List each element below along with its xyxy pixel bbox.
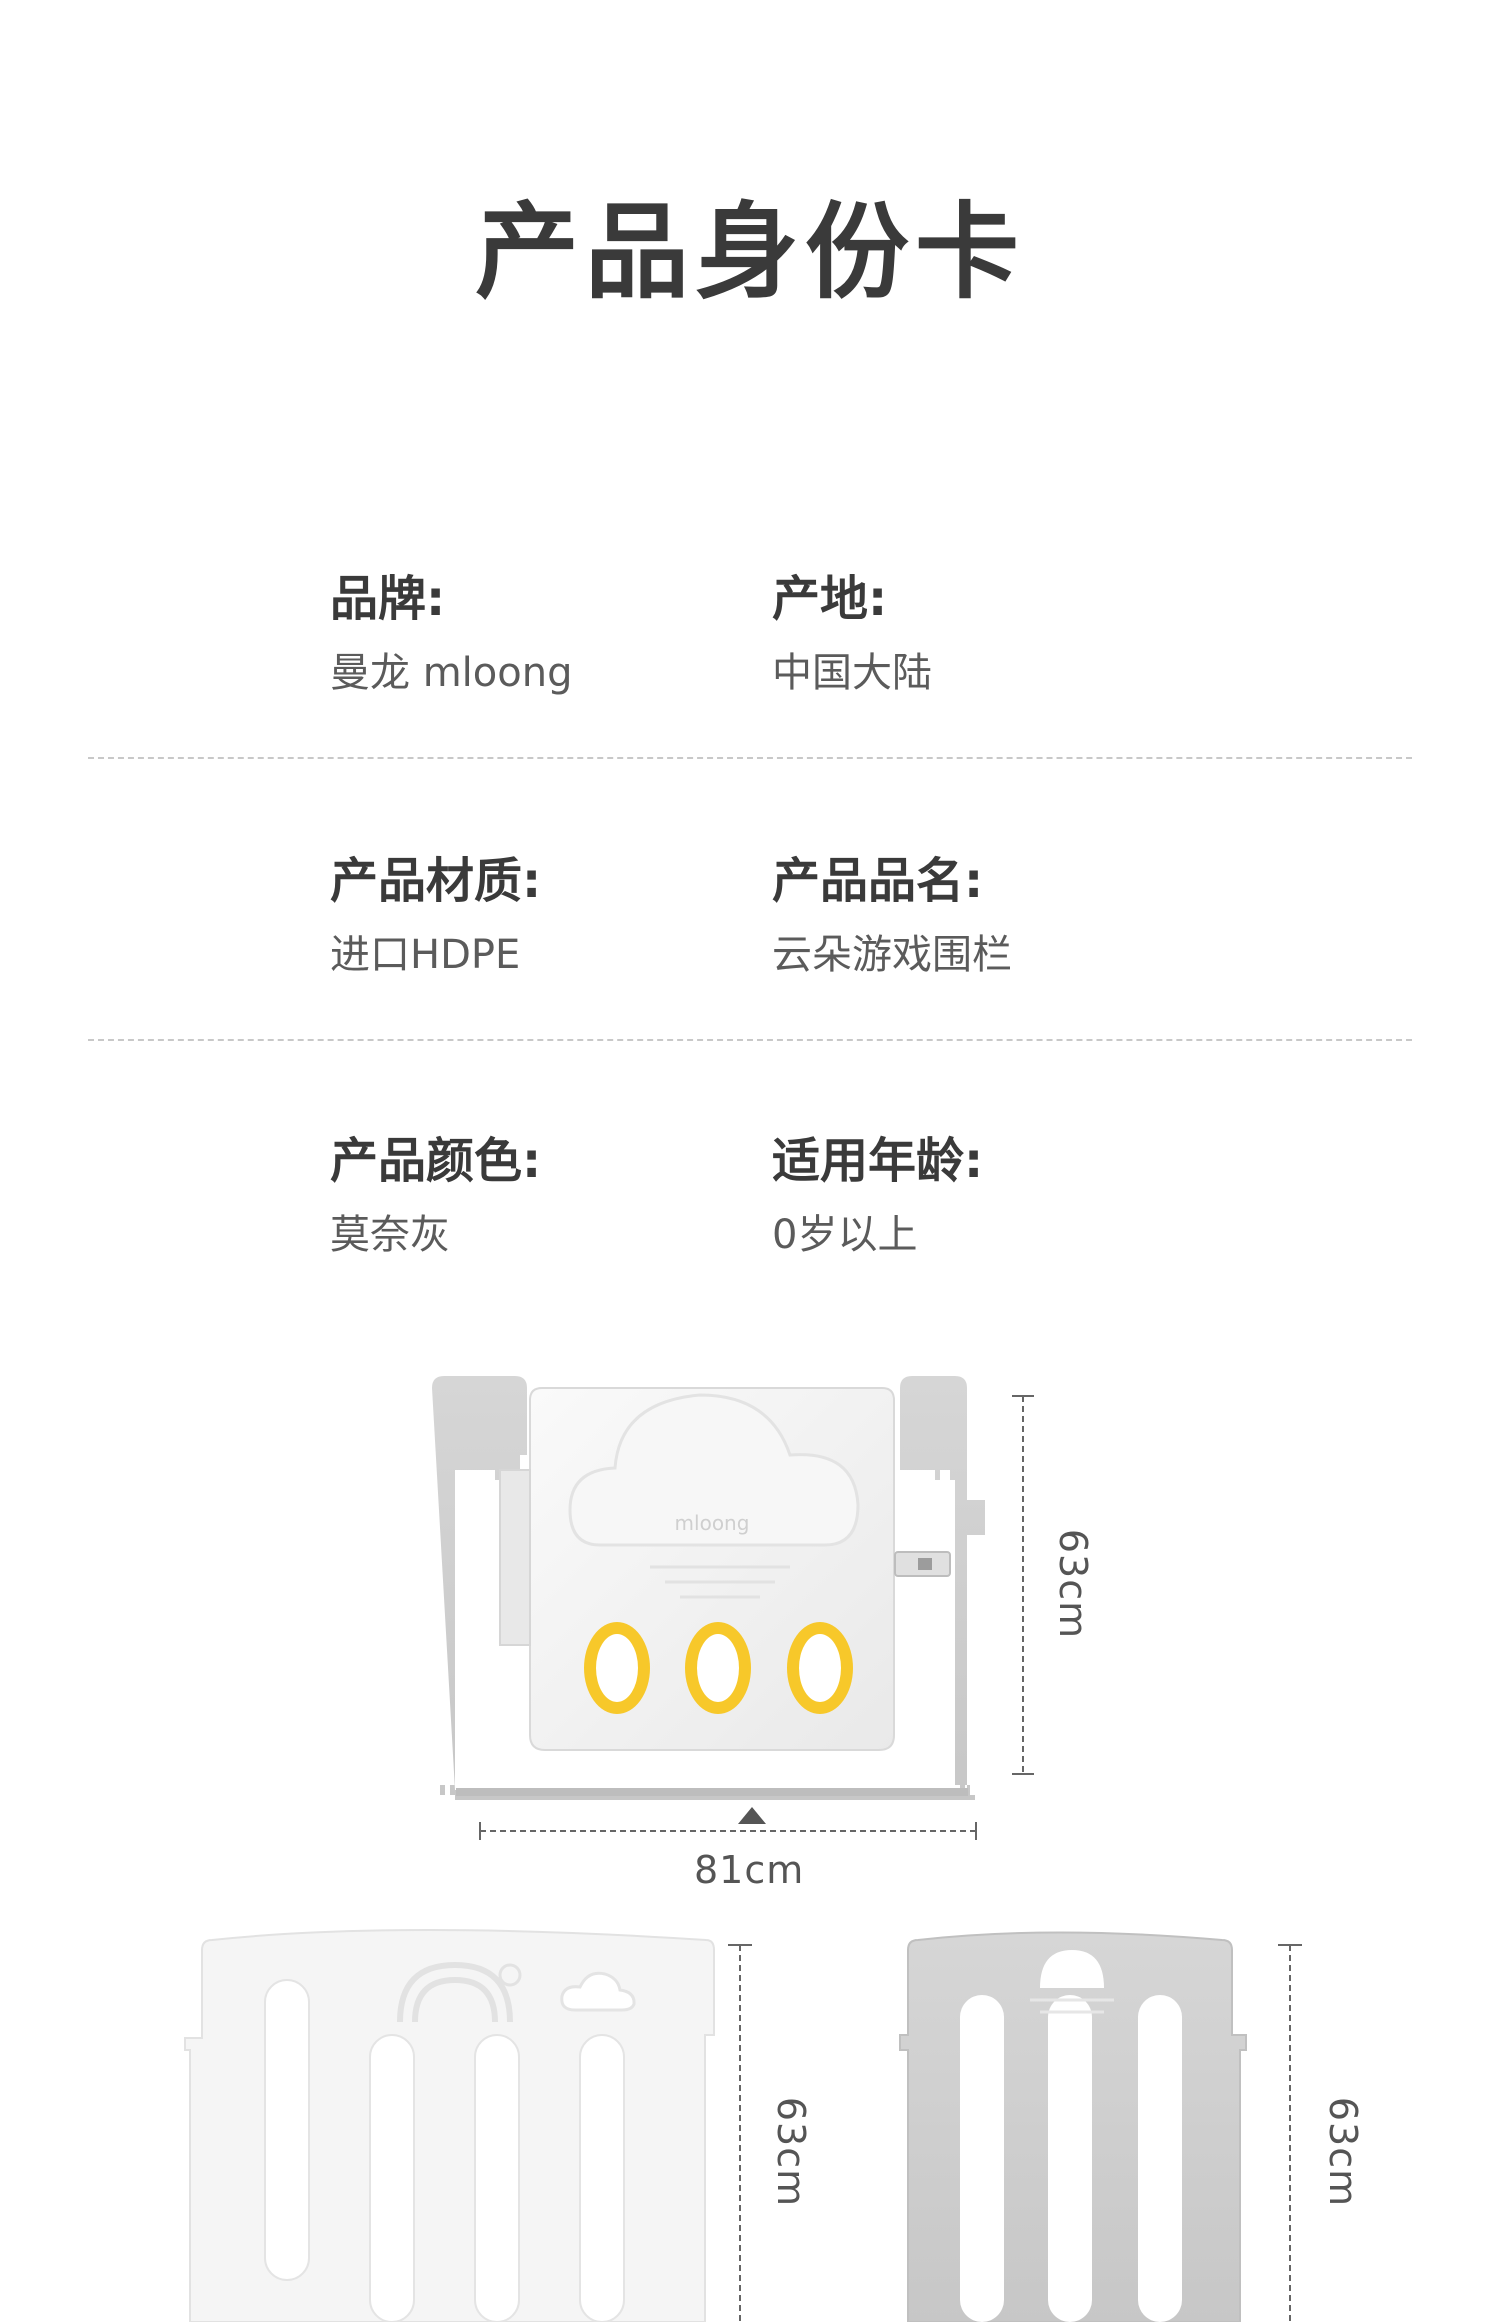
spec-value: 云朵游戏围栏: [772, 932, 1012, 978]
page-title: 产品身份卡: [474, 191, 1025, 313]
spec-label: 适用年龄:: [772, 1133, 984, 1189]
spec-row-1: 品牌: 曼龙 mloong 产地: 中国大陆: [0, 575, 1500, 775]
spec-label: 品牌:: [330, 571, 446, 627]
spec-label: 产品颜色:: [330, 1133, 542, 1189]
spec-value: 中国大陆: [772, 650, 932, 696]
white-panel-height-label: 63cm: [769, 2096, 814, 2208]
spec-value: 进口HDPE: [330, 932, 521, 978]
white-panel-height-dimension: [728, 1944, 752, 2322]
divider: [88, 757, 1412, 759]
spec-row-2: 产品材质: 进口HDPE 产品品名: 云朵游戏围栏: [0, 857, 1500, 1057]
gate-width-label: 81cm: [694, 1848, 805, 1892]
spec-label: 产品品名:: [772, 853, 984, 909]
spec-color: 产品颜色: 莫奈灰: [330, 1137, 541, 1255]
triangle-marker-icon: [738, 1807, 766, 1824]
spec-origin: 产地: 中国大陆: [772, 575, 932, 693]
white-panel: [184, 1929, 715, 2322]
grey-panel: [899, 1931, 1247, 2322]
spec-value: 莫奈灰: [330, 1212, 450, 1258]
gate-height-dimension: [1012, 1395, 1034, 1775]
grey-panel-height-dimension: [1278, 1944, 1302, 2322]
gate-logo-text: mloong: [675, 1511, 750, 1535]
gate-width-dimension: [479, 1807, 977, 1840]
gate-handle-holes: [584, 1622, 853, 1714]
spec-label: 产地:: [772, 571, 888, 627]
spec-value: 曼龙 mloong: [330, 650, 573, 696]
cloud-icon: [560, 1971, 636, 2012]
spec-material: 产品材质: 进口HDPE: [330, 857, 541, 975]
gate-height-label: 63cm: [1051, 1528, 1096, 1640]
sun-icon: [498, 1963, 522, 1987]
spec-value: 0岁以上: [772, 1212, 918, 1258]
spec-brand: 品牌: 曼龙 mloong: [330, 575, 572, 693]
spec-label: 产品材质:: [330, 853, 542, 909]
gate-panel: mloong: [432, 1376, 985, 1800]
divider: [88, 1039, 1412, 1041]
spec-product-name: 产品品名: 云朵游戏围栏: [772, 857, 1012, 975]
spec-row-3: 产品颜色: 莫奈灰 适用年龄: 0岁以上: [0, 1137, 1500, 1337]
spec-age: 适用年龄: 0岁以上: [772, 1137, 983, 1255]
grey-panel-height-label: 63cm: [1321, 2096, 1366, 2208]
